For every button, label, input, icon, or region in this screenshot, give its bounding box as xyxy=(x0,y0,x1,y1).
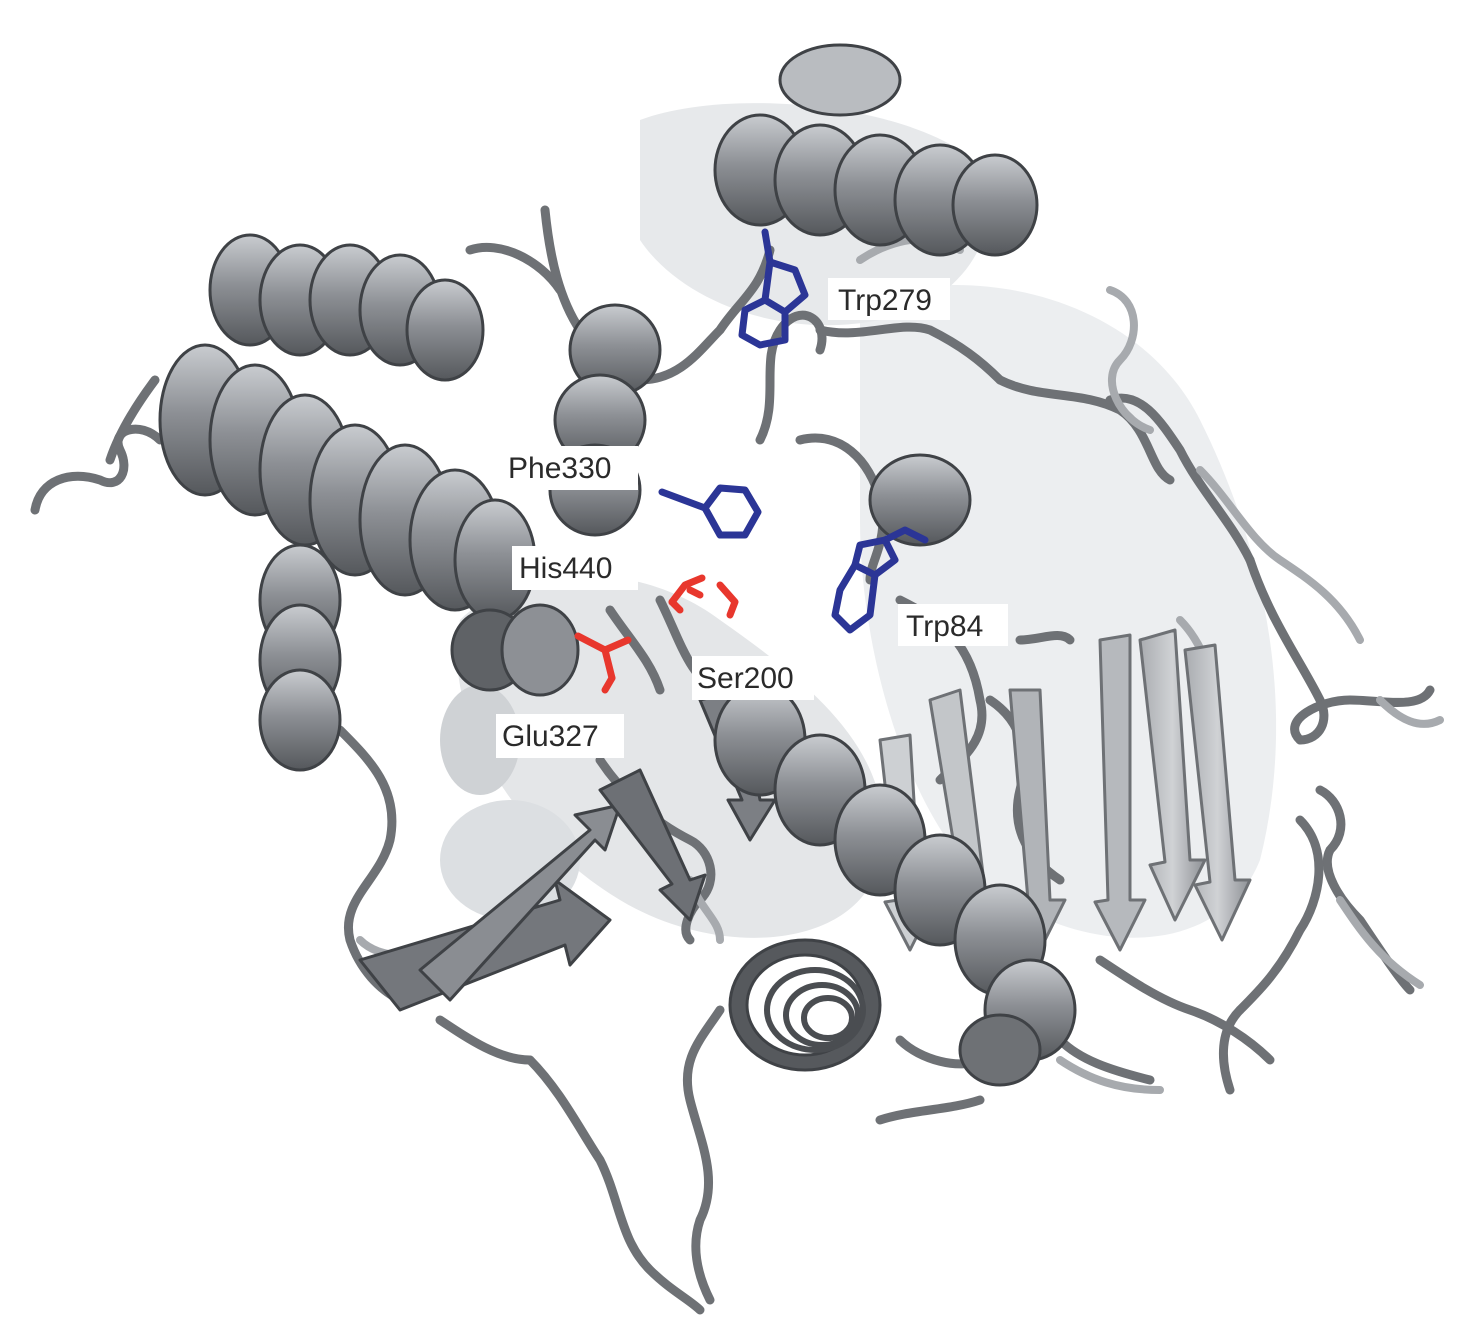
trp84-sidechain xyxy=(831,526,929,634)
residue-labels: Trp279 Phe330 His440 Trp84 Ser200 Glu327 xyxy=(496,278,1008,758)
label-his440: His440 xyxy=(512,546,638,590)
helix-center-upper xyxy=(548,303,662,537)
helix-left-lower xyxy=(258,543,342,772)
helix-mid-left xyxy=(450,603,580,697)
catalytic-residues xyxy=(574,574,739,694)
label-glu327: Glu327 xyxy=(496,714,624,758)
label-phe330: Phe330 xyxy=(502,446,638,490)
helix-left-long xyxy=(158,343,537,622)
label-trp84: Trp84 xyxy=(898,604,1008,646)
svg-text:Phe330: Phe330 xyxy=(508,452,611,485)
phe330-sidechain xyxy=(658,484,762,539)
aromatic-residues xyxy=(658,228,929,634)
svg-text:Ser200: Ser200 xyxy=(697,662,794,695)
label-trp279: Trp279 xyxy=(828,278,950,320)
protein-alpha-helices xyxy=(158,43,1077,1087)
helix-top xyxy=(713,43,1039,257)
trp279-sidechain xyxy=(738,228,809,349)
svg-text:Trp84: Trp84 xyxy=(906,610,983,643)
helix-right-small xyxy=(868,453,972,547)
protein-beta-sheets xyxy=(878,628,1252,982)
helix-top-left xyxy=(208,233,485,382)
svg-text:His440: His440 xyxy=(519,552,612,585)
helix-bottom-axial xyxy=(728,938,882,1072)
label-ser200: Ser200 xyxy=(692,656,814,700)
helix-center-lower xyxy=(713,683,1077,1087)
svg-text:Trp279: Trp279 xyxy=(838,284,932,317)
ser200-sidechain xyxy=(668,574,739,619)
svg-text:Glu327: Glu327 xyxy=(502,720,599,753)
glu327-sidechain xyxy=(574,632,632,694)
